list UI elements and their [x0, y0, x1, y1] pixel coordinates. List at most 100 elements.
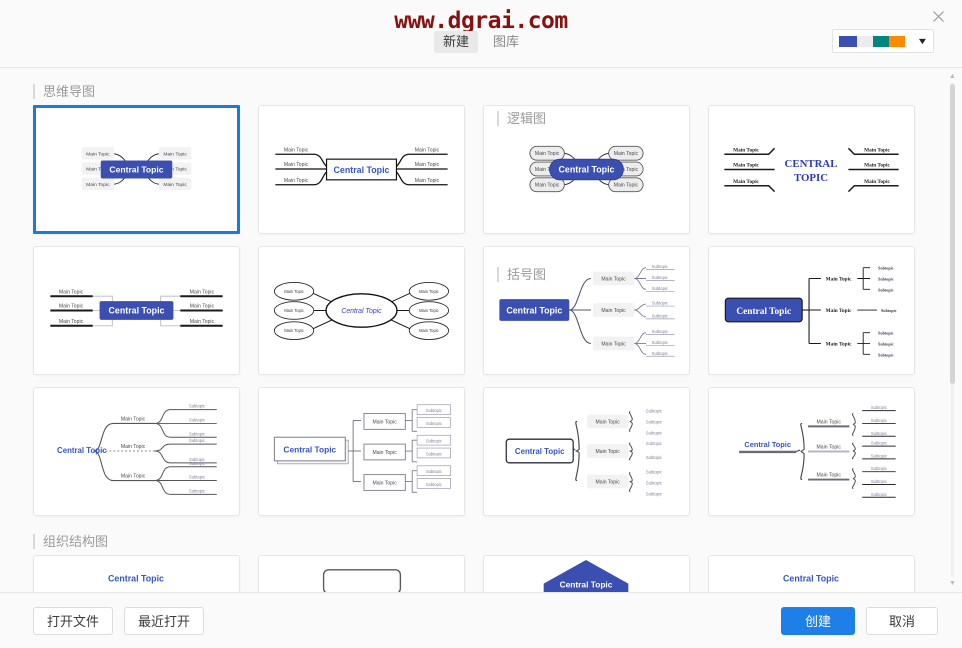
template-card-logic-serif-orthogonal[interactable]: Central Topic Main Topic Main Topic Main… — [708, 246, 915, 375]
node-label: Main Topic — [163, 151, 187, 157]
cancel-button[interactable]: 取消 — [866, 606, 938, 635]
node-label: Subtopic — [878, 276, 894, 281]
template-card-mindmap-filled-radial[interactable]: Main Topic Main Topic Main Topic Main To… — [33, 105, 240, 234]
node-label: Main Topic — [826, 308, 852, 314]
template-card-mindmap-serif-classic[interactable]: Main Topic Main Topic Main Topic Main To… — [708, 105, 915, 234]
node-label: Subtopic — [426, 482, 442, 487]
central-node-label-line2: TOPIC — [794, 172, 828, 184]
create-button[interactable]: 创建 — [781, 606, 855, 635]
node-label: Subtopic — [646, 491, 662, 496]
node-label: Main Topic — [595, 419, 620, 425]
template-scroll-region: 思维导图 — [0, 68, 962, 592]
template-card-org-chart-text[interactable]: Central Topic — [708, 555, 915, 592]
node-label: Subtopic — [652, 286, 668, 291]
template-card-mindmap-pill-rounded[interactable]: Main Topic Main Topic Main Topic Main To… — [483, 105, 690, 234]
central-node-label: Central Topic — [283, 444, 336, 454]
recent-files-button[interactable]: 最近打开 — [124, 606, 205, 635]
template-card-bracket-brace-underline[interactable]: Central Topic Main Topic Main Topic Main… — [708, 387, 915, 516]
node-label: Subtopic — [426, 451, 442, 456]
node-label: Main Topic — [419, 328, 439, 333]
open-file-button[interactable]: 打开文件 — [33, 606, 114, 635]
template-card-org-chart-filled[interactable]: Central Topic — [483, 555, 690, 592]
node-label: Main Topic — [614, 167, 639, 173]
template-card-bracket-brace-classic[interactable]: Central Topic Main Topic Main Topic Main… — [483, 387, 690, 516]
node-label: Main Topic — [415, 162, 440, 168]
theme-swatch-gray — [857, 35, 873, 47]
caret-down-icon[interactable]: ▼ — [949, 580, 956, 587]
watermark-text: www.dgrai.com — [394, 8, 568, 34]
template-card-mindmap-ellipse[interactable]: Main Topic Main Topic Main Topic Main To… — [258, 246, 465, 375]
node-label: Subtopic — [426, 439, 442, 444]
tab-new[interactable]: 新建 — [433, 31, 478, 53]
node-label: Main Topic — [733, 163, 759, 169]
node-label: Main Topic — [86, 167, 110, 173]
template-card-bracket-underline-curved[interactable]: Central Topic Main Topic Main Topic Main… — [33, 387, 240, 516]
close-icon[interactable] — [926, 4, 950, 28]
template-card-mindmap-bold-underline[interactable]: Main Topic Main Topic Main Topic Main To… — [33, 246, 240, 375]
node-label: Main Topic — [595, 449, 620, 455]
node-label: Subtopic — [871, 453, 887, 458]
node-label: Subtopic — [426, 421, 442, 426]
node-label: Main Topic — [284, 178, 309, 184]
node-label: Main Topic — [59, 289, 84, 295]
central-node-label: Central Topic — [560, 580, 613, 590]
node-label: Subtopic — [646, 441, 662, 446]
theme-color-picker[interactable]: ▼ — [832, 29, 934, 53]
node-label: Main Topic — [59, 319, 84, 325]
node-label: Subtopic — [871, 418, 887, 423]
theme-swatch-blue — [839, 35, 857, 47]
central-node-label: Central Topic — [108, 574, 164, 584]
theme-swatch-orange — [889, 35, 905, 47]
node-label: Main Topic — [733, 147, 759, 153]
node-label: Subtopic — [189, 457, 205, 462]
node-label: Main Topic — [601, 308, 626, 314]
template-card-org-chart-rounded[interactable] — [258, 555, 465, 592]
vertical-scrollbar[interactable]: ▲ ▼ — [948, 72, 957, 588]
template-card-mindmap-outline-underline[interactable]: Main Topic Main Topic Main Topic Main To… — [258, 105, 465, 234]
central-node-label: Central Topic — [109, 305, 165, 315]
node-label: Subtopic — [871, 441, 887, 446]
central-node-label: Central Topic — [736, 307, 791, 317]
node-label: Main Topic — [601, 341, 626, 347]
central-node-label: Central Topic — [515, 447, 565, 456]
node-label: Subtopic — [189, 417, 205, 422]
template-grid-mindmap: Main Topic Main Topic Main Topic Main To… — [33, 105, 938, 387]
node-label: Main Topic — [372, 480, 397, 486]
scrollbar-thumb[interactable] — [950, 84, 955, 384]
node-label: Main Topic — [864, 163, 890, 169]
template-card-logic-curved-tree[interactable]: Central Topic Main Topic Main Topic Main… — [483, 246, 690, 375]
node-label: Main Topic — [817, 473, 842, 479]
node-label: Subtopic — [189, 488, 205, 493]
node-label: Main Topic — [163, 182, 187, 188]
node-label: Main Topic — [535, 167, 560, 173]
node-label: Subtopic — [189, 461, 205, 466]
node-label: Main Topic — [190, 289, 215, 295]
node-label: Main Topic — [419, 308, 439, 313]
template-card-org-chart-plain[interactable]: Central Topic — [33, 555, 240, 592]
node-label: Subtopic — [189, 404, 205, 409]
caret-up-icon[interactable]: ▲ — [949, 73, 956, 80]
node-label: Subtopic — [652, 340, 668, 345]
node-label: Subtopic — [189, 431, 205, 436]
node-label: Main Topic — [601, 276, 626, 282]
node-label: Subtopic — [878, 331, 894, 336]
node-label: Main Topic — [372, 450, 397, 456]
node-label: Main Topic — [121, 416, 146, 422]
node-label: Subtopic — [871, 405, 887, 410]
template-card-bracket-boxed-shadow[interactable]: Central Topic Main Topic Main Topic Main… — [258, 387, 465, 516]
node-label: Subtopic — [426, 469, 442, 474]
node-label: Main Topic — [190, 304, 215, 310]
node-label: Subtopic — [652, 351, 668, 356]
node-label: Subtopic — [189, 475, 205, 480]
node-label: Subtopic — [878, 266, 894, 271]
tab-gallery[interactable]: 图库 — [493, 34, 520, 49]
chevron-down-icon: ▼ — [916, 35, 929, 46]
central-node-label: Central Topic — [783, 574, 839, 584]
central-node-label: Central Topic — [109, 164, 163, 174]
node-label: Main Topic — [864, 179, 890, 185]
theme-swatches — [839, 35, 918, 47]
node-label: Main Topic — [419, 289, 439, 294]
dialog-footer: 打开文件 最近打开 创建 取消 — [0, 592, 962, 648]
node-label: Main Topic — [284, 289, 304, 294]
